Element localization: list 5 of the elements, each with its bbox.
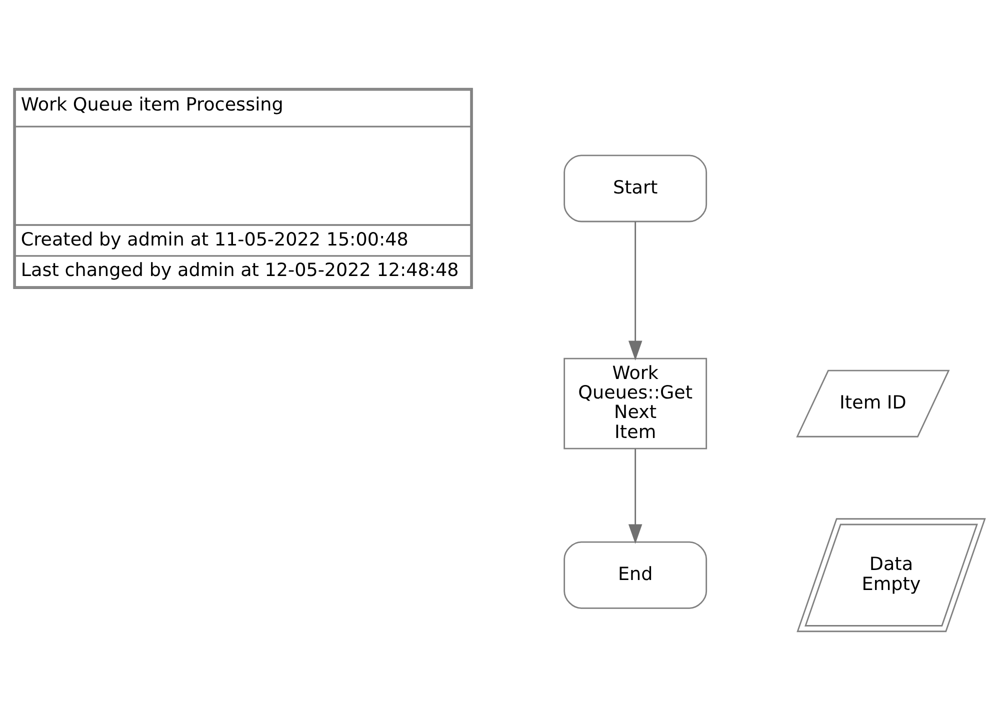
node-box: Start	[564, 154, 708, 222]
arrow	[628, 448, 642, 544]
node-box: Work Queues::Get Next Item	[564, 357, 708, 449]
arrow	[628, 221, 642, 360]
node-box: End	[564, 540, 708, 608]
